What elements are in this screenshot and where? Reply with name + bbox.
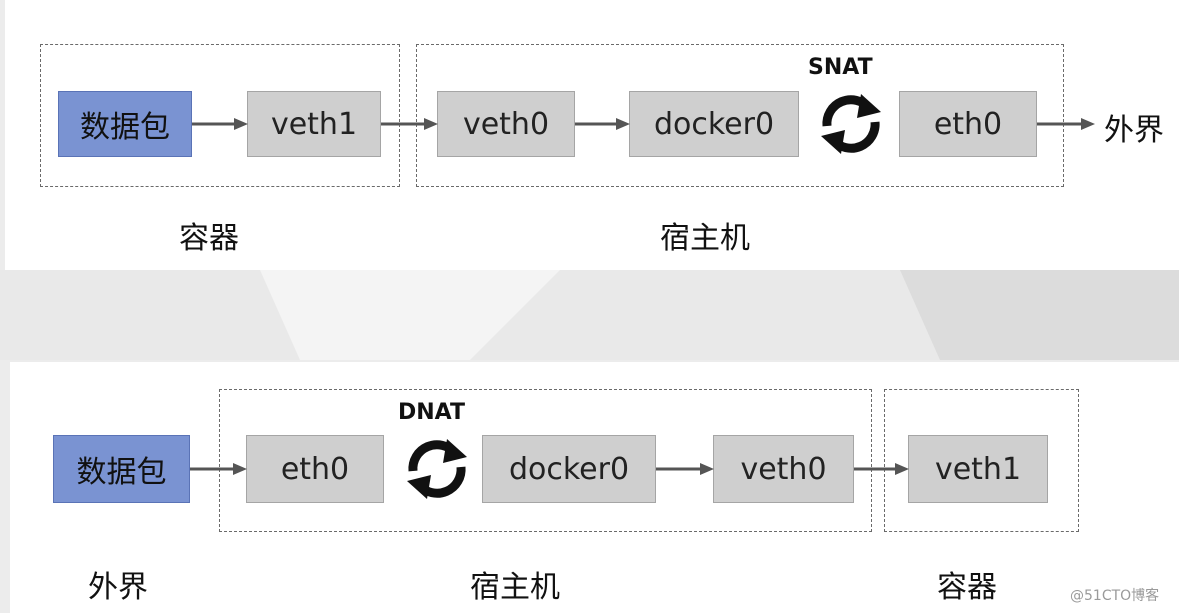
container-veth1-box: veth1 xyxy=(908,435,1048,503)
host-eth0-label: eth0 xyxy=(933,106,1003,142)
container-veth1-box: veth1 xyxy=(247,91,381,157)
host-boundary xyxy=(416,44,1064,187)
container-caption: 容器 xyxy=(937,570,997,605)
host-eth0-box: eth0 xyxy=(246,435,384,503)
packet-label: 数据包 xyxy=(80,110,170,145)
packet-box: 数据包 xyxy=(58,91,192,157)
packet-label: 数据包 xyxy=(76,455,167,490)
host-veth0-label: veth0 xyxy=(740,451,827,487)
dnat-cycle-icon xyxy=(407,439,467,499)
docker0-box: docker0 xyxy=(482,435,656,503)
host-veth0-box: veth0 xyxy=(713,435,854,503)
watermark: @51CTO博客 xyxy=(1070,588,1160,604)
container-veth1-label: veth1 xyxy=(270,106,358,142)
container-boundary xyxy=(884,389,1079,532)
top-diagram-panel: 数据包 veth1 veth0 docker0 eth0 SNAT 外界 容器 … xyxy=(5,0,1179,270)
docker0-label: docker0 xyxy=(508,451,630,487)
host-eth0-label: eth0 xyxy=(280,451,350,487)
snat-label: SNAT xyxy=(808,55,873,80)
dnat-label: DNAT xyxy=(398,400,465,425)
external-caption: 外界 xyxy=(88,570,148,605)
container-caption: 容器 xyxy=(179,221,239,256)
packet-box: 数据包 xyxy=(53,435,190,503)
arrow-veth1-to-veth0 xyxy=(381,118,438,130)
container-boundary xyxy=(40,44,400,187)
docker0-label: docker0 xyxy=(653,106,775,142)
host-caption: 宿主机 xyxy=(470,570,560,605)
host-boundary xyxy=(219,389,872,532)
arrow-docker0-to-veth0 xyxy=(656,463,714,475)
external-label: 外界 xyxy=(1104,113,1164,148)
host-veth0-box: veth0 xyxy=(437,91,575,157)
arrow-veth0-to-docker0 xyxy=(575,118,630,130)
host-caption: 宿主机 xyxy=(660,221,750,256)
arrow-eth0-to-external xyxy=(1037,118,1095,130)
host-eth0-box: eth0 xyxy=(899,91,1037,157)
container-veth1-label: veth1 xyxy=(934,451,1022,487)
docker0-box: docker0 xyxy=(629,91,799,157)
bottom-diagram-panel: 数据包 eth0 docker0 veth0 veth1 DNAT 外界 宿主机… xyxy=(10,362,1179,613)
arrow-packet-to-eth0 xyxy=(190,463,247,475)
snat-cycle-icon xyxy=(821,94,881,154)
host-veth0-label: veth0 xyxy=(462,106,550,142)
arrow-veth0-to-veth1 xyxy=(854,463,909,475)
arrow-packet-to-veth1 xyxy=(192,118,248,130)
